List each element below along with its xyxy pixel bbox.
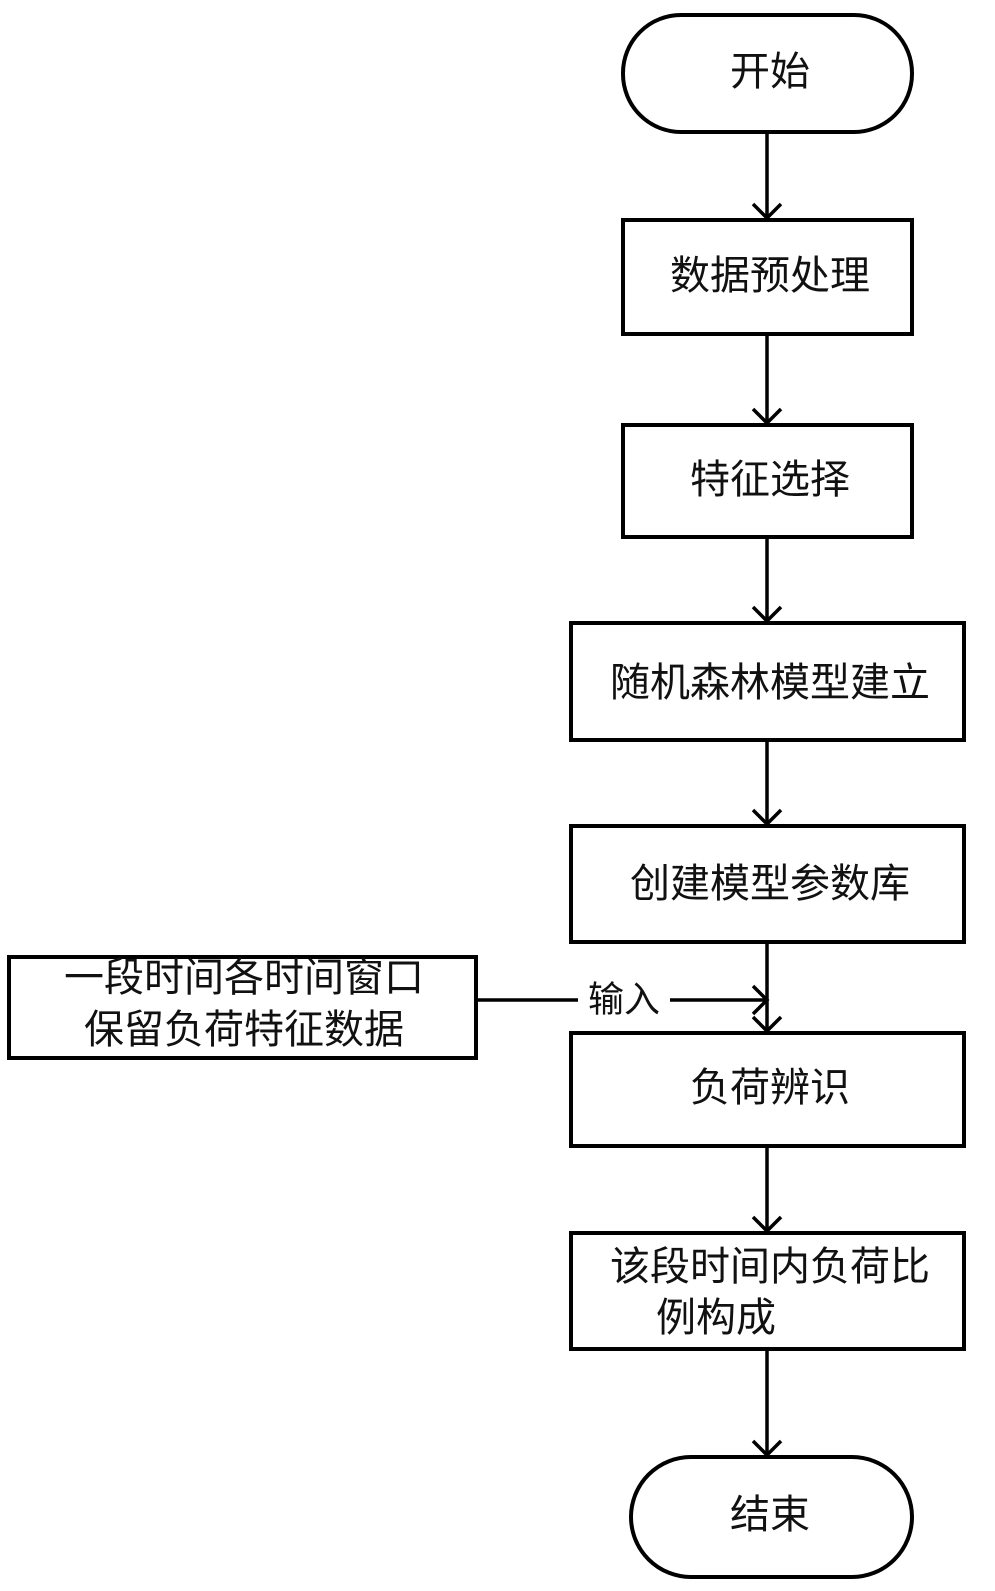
load-identify-label: 负荷辨识	[690, 1065, 850, 1111]
node-start: 开始	[621, 13, 914, 134]
feature-select-label: 特征选择	[690, 457, 850, 503]
node-preprocess: 数据预处理	[621, 218, 914, 336]
node-feature-select: 特征选择	[621, 423, 914, 539]
preprocess-label: 数据预处理	[670, 253, 870, 299]
input-data-box	[7, 955, 478, 1060]
start-terminal-shape	[621, 13, 914, 134]
load-ratio-label-line-1: 该段时间内负荷比	[610, 1244, 930, 1290]
rf-model-box	[569, 621, 966, 742]
node-end: 结束	[629, 1455, 914, 1579]
node-param-db: 创建模型参数库	[569, 824, 966, 944]
node-rf-model: 随机森林模型建立	[569, 621, 966, 742]
preprocess-box	[621, 218, 914, 336]
node-load-ratio: 该段时间内负荷比 例构成	[569, 1231, 966, 1351]
node-load-identify: 负荷辨识	[569, 1031, 966, 1148]
load-ratio-label-line-2: 例构成	[656, 1295, 776, 1341]
end-terminal-shape	[629, 1455, 914, 1579]
edges: 输入	[476, 132, 783, 1458]
input-data-label-line-1: 一段时间各时间窗口	[64, 955, 424, 1001]
arrowhead-input	[751, 984, 770, 1016]
load-identify-box	[569, 1031, 966, 1148]
param-db-label: 创建模型参数库	[630, 861, 910, 907]
rf-model-label: 随机森林模型建立	[610, 660, 930, 706]
input-data-label-line-2: 保留负荷特征数据	[84, 1007, 404, 1053]
load-ratio-box	[569, 1231, 966, 1351]
start-label: 开始	[730, 49, 810, 95]
end-label: 结束	[730, 1492, 810, 1538]
feature-select-box	[621, 423, 914, 539]
param-db-box	[569, 824, 966, 944]
node-input-data: 一段时间各时间窗口 保留负荷特征数据	[7, 955, 478, 1060]
edge-label-input: 输入	[588, 980, 660, 1021]
